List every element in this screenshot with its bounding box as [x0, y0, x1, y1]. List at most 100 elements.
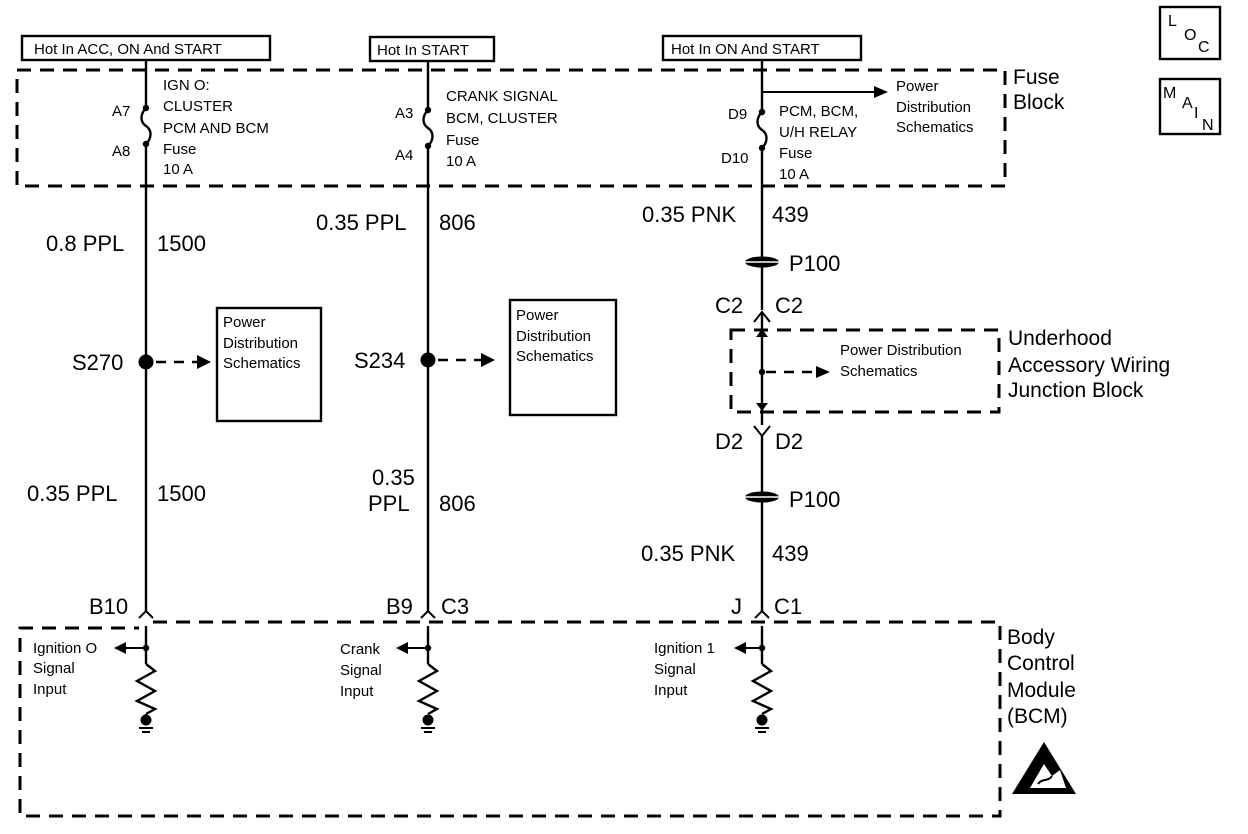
svg-text:U/H RELAY: U/H RELAY: [779, 124, 857, 141]
p100-bottom-label: P100: [789, 487, 840, 512]
svg-text:10 A: 10 A: [779, 166, 809, 183]
svg-text:Accessory Wiring: Accessory Wiring: [1008, 354, 1170, 377]
bcm-outline: [18, 620, 1002, 818]
bcm-input-circuit-mid: [396, 626, 440, 733]
svg-text:Distribution: Distribution: [896, 99, 971, 116]
svg-text:IGN O:: IGN O:: [163, 77, 210, 94]
right-circuit-wire: [756, 60, 888, 310]
mid-bottom-wire-label-1: 0.35: [372, 465, 415, 490]
d2-left-label: D2: [715, 429, 743, 454]
svg-text:Power: Power: [223, 314, 266, 331]
svg-text:Schematics: Schematics: [896, 119, 974, 136]
main-letter-2: A: [1182, 95, 1193, 112]
loc-button[interactable]: L O C: [1158, 5, 1222, 61]
junction-splice-dot: [758, 368, 766, 376]
supply-right: Hot In ON And START: [661, 34, 863, 62]
mid-circuit-wire: [422, 61, 434, 612]
svg-text:PCM AND BCM: PCM AND BCM: [163, 120, 269, 137]
power-distribution-link-fuse[interactable]: Power Distribution Schematics: [896, 78, 974, 136]
c2-left-label: C2: [715, 293, 743, 318]
right-top-wire-label: 0.35 PNK: [642, 202, 736, 227]
right-bottom-circuit-number: 439: [772, 541, 809, 566]
svg-text:Block: Block: [1013, 91, 1065, 114]
bcm-label: Body Control Module (BCM): [1007, 626, 1076, 728]
mid-fuse: A3 A4 CRANK SIGNAL BCM, CLUSTER Fuse 10 …: [395, 88, 558, 170]
svg-text:PCM, BCM,: PCM, BCM,: [779, 103, 858, 120]
power-distribution-link-mid[interactable]: Power Distribution Schematics: [508, 298, 618, 417]
power-distribution-link-left[interactable]: Power Distribution Schematics: [215, 306, 323, 423]
splice-s234: S234: [354, 348, 495, 373]
d2-connector-symbol: [753, 425, 771, 438]
mid-bottom-circuit-number: 806: [439, 491, 476, 516]
svg-text:Power: Power: [896, 78, 939, 95]
right-bottom-wire-label: 0.35 PNK: [641, 541, 735, 566]
right-fuse-pin-bottom: D10: [721, 150, 749, 167]
esd-warning-icon: [1012, 742, 1076, 794]
svg-text:Schematics: Schematics: [223, 355, 301, 372]
left-circuit-wire: [140, 60, 152, 612]
svg-text:Signal: Signal: [340, 662, 382, 679]
bcm-conn-c3: C3: [441, 594, 469, 619]
junction-arrow-up: [756, 329, 768, 337]
junction-arrowhead: [816, 366, 830, 378]
power-distribution-link-junction[interactable]: Power Distribution Schematics: [840, 342, 962, 380]
svg-text:Distribution: Distribution: [516, 328, 591, 345]
supply-left-label: Hot In ACC, ON And START: [34, 41, 222, 58]
svg-text:Input: Input: [33, 681, 67, 698]
mid-fuse-pin-top: A3: [395, 105, 413, 122]
bcm-connector-left: [138, 609, 154, 619]
main-letter-1: M: [1163, 85, 1176, 102]
right-fuse: D9 D10 PCM, BCM, U/H RELAY Fuse 10 A: [721, 103, 858, 183]
svg-text:Crank: Crank: [340, 641, 381, 658]
mid-fuse-pin-bottom: A4: [395, 147, 413, 164]
main-letter-3: I: [1194, 105, 1198, 122]
main-button[interactable]: M A I N: [1158, 77, 1222, 136]
bcm-connector-right: [754, 609, 770, 619]
svg-text:Fuse: Fuse: [779, 145, 812, 162]
svg-text:Input: Input: [654, 682, 688, 699]
bcm-input-label-right: Ignition 1 Signal Input: [654, 640, 715, 699]
fuse-block-outline: [15, 68, 1007, 188]
p100-top-label: P100: [789, 251, 840, 276]
svg-text:BCM, CLUSTER: BCM, CLUSTER: [446, 110, 558, 127]
loc-letter-3: C: [1198, 39, 1210, 56]
bcm-pin-b9: B9: [386, 594, 413, 619]
svg-text:Input: Input: [340, 683, 374, 700]
mid-top-circuit-number: 806: [439, 210, 476, 235]
svg-text:Distribution: Distribution: [223, 335, 298, 352]
bcm-input-label-mid: Crank Signal Input: [340, 641, 382, 700]
svg-text:10 A: 10 A: [163, 161, 193, 178]
underhood-junction-outline: [729, 328, 1001, 414]
left-fuse-pin-top: A7: [112, 103, 130, 120]
svg-text:Fuse: Fuse: [163, 141, 196, 158]
underhood-junction-label: Underhood Accessory Wiring Junction Bloc…: [1008, 327, 1170, 402]
left-fuse: A7 A8 IGN O: CLUSTER PCM AND BCM Fuse 10…: [112, 77, 269, 178]
svg-text:Signal: Signal: [654, 661, 696, 678]
svg-text:Ignition O: Ignition O: [33, 640, 97, 657]
junction-arrow-down: [756, 403, 768, 411]
bcm-input-circuit-right: [734, 626, 774, 733]
bcm-pin-b10: B10: [89, 594, 128, 619]
splice-s270: S270: [72, 350, 211, 375]
svg-text:Power Distribution: Power Distribution: [840, 342, 962, 359]
bcm-input-label-left: Ignition O Signal Input: [33, 640, 97, 698]
svg-text:Junction Block: Junction Block: [1008, 379, 1144, 402]
right-top-circuit-number: 439: [772, 202, 809, 227]
loc-letter-1: L: [1168, 13, 1177, 30]
supply-mid: Hot In START: [368, 35, 496, 63]
supply-left: Hot In ACC, ON And START: [20, 34, 272, 62]
splice-s234-label: S234: [354, 348, 405, 373]
svg-text:10 A: 10 A: [446, 153, 476, 170]
svg-text:Schematics: Schematics: [840, 363, 918, 380]
svg-text:Signal: Signal: [33, 660, 75, 677]
supply-right-label: Hot In ON And START: [671, 41, 820, 58]
svg-text:Fuse: Fuse: [1013, 66, 1060, 89]
mid-bottom-wire-label-2: PPL: [368, 491, 410, 516]
p100-top-connector: P100: [744, 251, 840, 276]
loc-letter-2: O: [1184, 27, 1196, 44]
svg-text:Schematics: Schematics: [516, 348, 594, 365]
d2-right-label: D2: [775, 429, 803, 454]
svg-text:CRANK SIGNAL: CRANK SIGNAL: [446, 88, 558, 105]
svg-text:Ignition 1: Ignition 1: [654, 640, 715, 657]
